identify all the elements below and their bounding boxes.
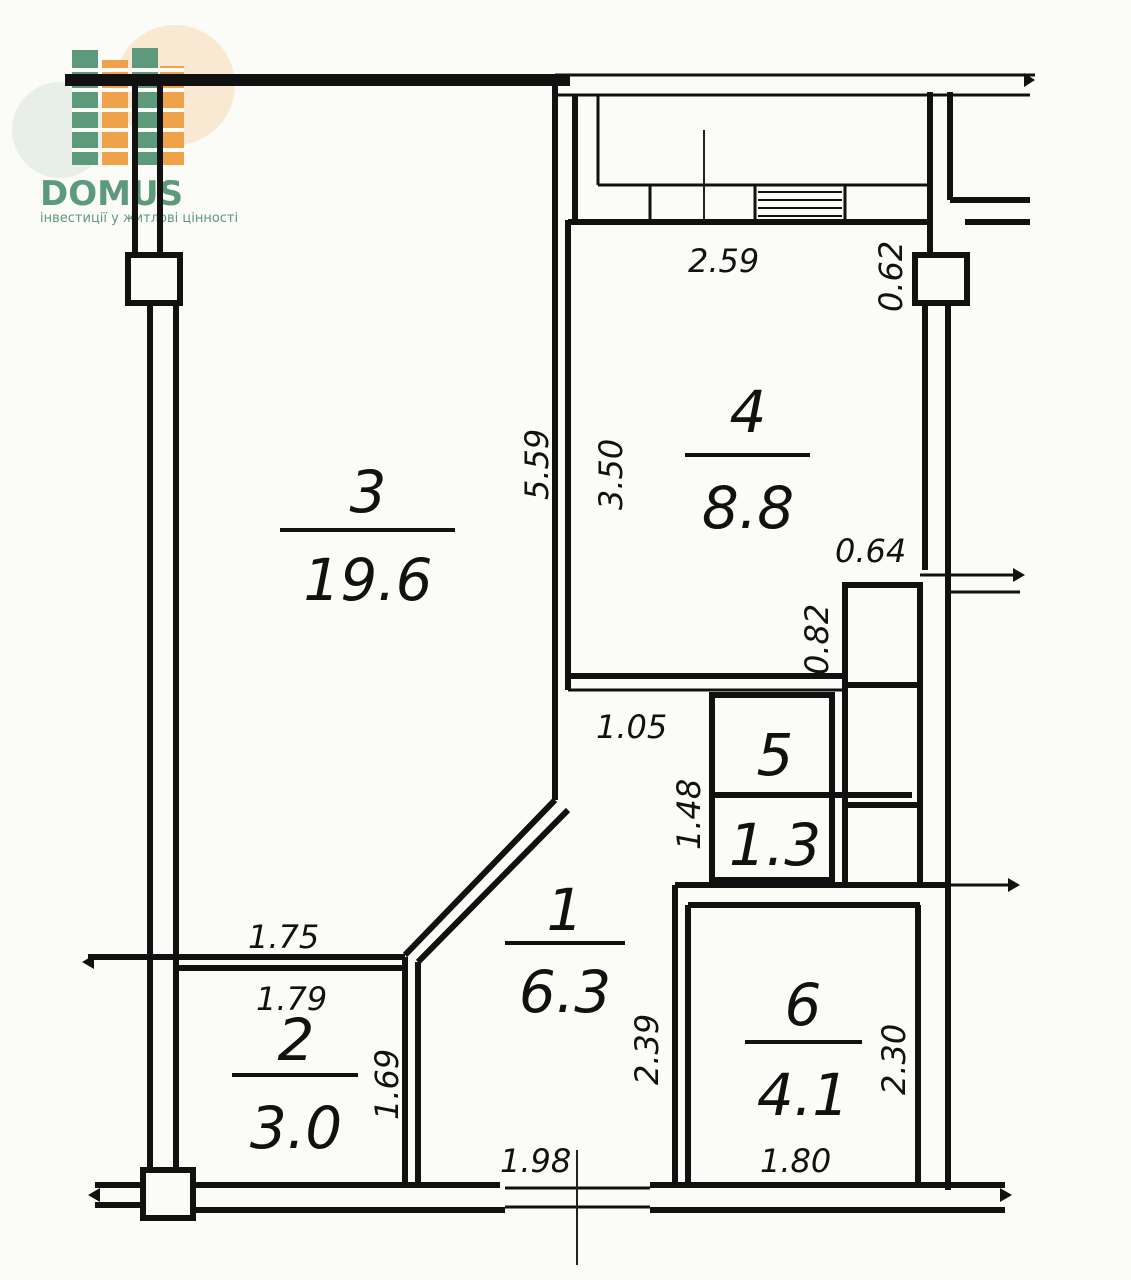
- dimension: 2.59: [688, 242, 759, 280]
- room-area: 1.3: [729, 811, 821, 879]
- arrow-marks: [82, 73, 1035, 1202]
- dimension: 1.80: [760, 1142, 831, 1180]
- dimension: 1.48: [670, 779, 708, 850]
- room-number: 4: [730, 378, 767, 446]
- dimension: 1.05: [596, 708, 667, 746]
- arrow-right-icon: [1024, 73, 1035, 87]
- domus-logo: DOMUS інвестиції у житлові цінності: [12, 25, 238, 226]
- dimension: 2.39: [628, 1014, 666, 1085]
- walls: [65, 73, 1035, 1265]
- logo-subtitle: інвестиції у житлові цінності: [40, 211, 238, 226]
- room-number: 5: [757, 721, 794, 789]
- room-3-label: 3 19.6: [280, 458, 455, 614]
- room-number: 3: [350, 458, 387, 526]
- room-number: 1: [547, 876, 584, 944]
- arrow-left-icon: [82, 955, 94, 969]
- room-5-label: 5 1.3: [729, 721, 821, 879]
- arrow-right-icon: [1008, 878, 1020, 892]
- arrow-right-icon: [1000, 1188, 1012, 1202]
- dimension: 0.62: [872, 241, 910, 312]
- dimension: 3.50: [592, 439, 630, 510]
- room-area: 19.6: [303, 546, 432, 614]
- room-number: 2: [278, 1006, 315, 1074]
- arrow-left-icon: [88, 1188, 100, 1202]
- room-area: 3.0: [250, 1094, 342, 1162]
- room-6-label: 6 4.1: [745, 971, 862, 1129]
- room-area: 6.3: [519, 958, 611, 1026]
- dimension: 2.30: [875, 1024, 913, 1095]
- dimension: 0.64: [835, 532, 906, 570]
- room-area: 4.1: [757, 1061, 849, 1129]
- dimension-labels: 2.59 0.62 5.59 3.50 0.64 0.82 1.05 1.48 …: [248, 241, 913, 1180]
- dimension: 5.59: [518, 429, 556, 500]
- room-area: 8.8: [702, 474, 794, 542]
- dimension: 0.82: [798, 604, 836, 675]
- room-1-label: 1 6.3: [505, 876, 625, 1026]
- arrow-right-icon: [1013, 568, 1025, 582]
- room-2-label: 2 3.0: [232, 1006, 358, 1162]
- dimension: 1.79: [256, 980, 327, 1018]
- dimension: 1.75: [248, 918, 319, 956]
- room-number: 6: [785, 971, 822, 1039]
- room-4-label: 4 8.8: [685, 378, 810, 542]
- dimension: 1.69: [368, 1049, 406, 1120]
- dimension: 1.98: [500, 1142, 571, 1180]
